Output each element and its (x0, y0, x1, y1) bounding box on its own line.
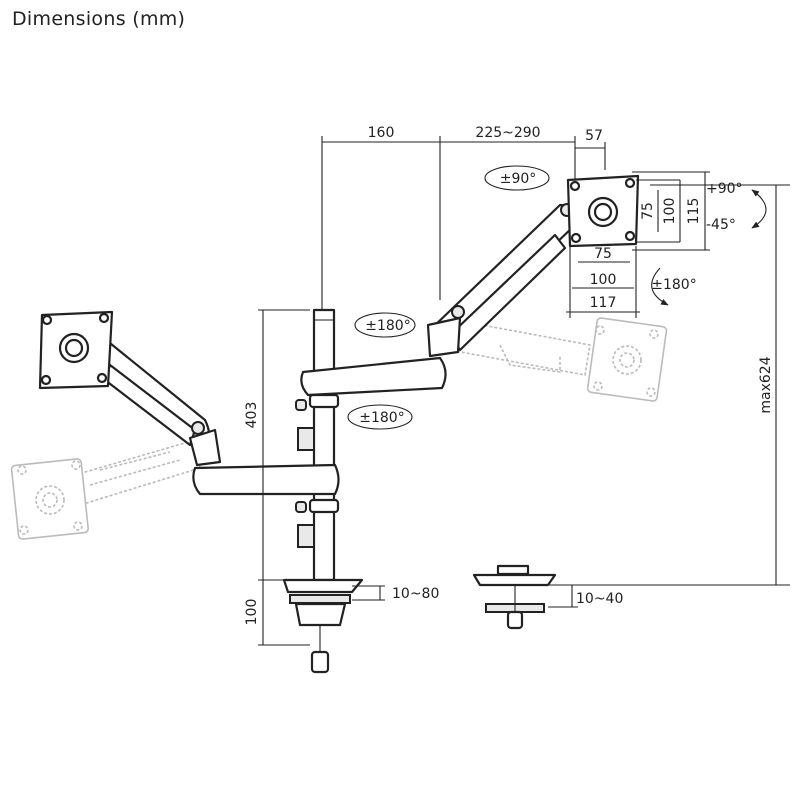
rot-head: ±180° (651, 277, 696, 293)
lower-arm (192, 356, 447, 496)
right-gas-arm (426, 203, 578, 358)
right-vesa-plate (566, 174, 640, 248)
dimension-lines (258, 136, 790, 646)
dim-plate-height: 115 (686, 198, 702, 225)
dim-grommet-range: 10~40 (576, 591, 623, 607)
left-vesa-plate (38, 310, 114, 390)
pole (295, 308, 340, 582)
ghost-right-arm (449, 317, 668, 402)
dim-pole-height: 403 (244, 402, 260, 429)
tilt-up: +90° (706, 181, 743, 197)
dim-vesa-large-h: 100 (662, 198, 678, 225)
dim-vesa-large-w: 100 (590, 272, 617, 288)
dim-base-height: 100 (244, 599, 260, 626)
dim-arm-offset: 160 (368, 125, 395, 141)
dim-plate-width: 117 (590, 295, 617, 311)
tilt-down: -45° (706, 217, 736, 233)
rot-monitor: ±90° (500, 171, 537, 187)
dim-plate-depth: 57 (585, 128, 603, 144)
left-gas-arm (93, 333, 222, 467)
rot-base: ±180° (359, 410, 404, 426)
dim-vesa-small-w: 75 (594, 246, 612, 262)
dim-clamp-range: 10~80 (392, 586, 439, 602)
ghost-left-arm (10, 438, 201, 540)
dim-arm-length: 225~290 (475, 125, 540, 141)
grommet-mount (472, 564, 557, 630)
dim-vesa-small-h: 75 (640, 202, 656, 220)
rotation-indicators (347, 165, 669, 430)
rot-arm: ±180° (365, 318, 410, 334)
desk-clamp (282, 578, 364, 674)
dim-max-height: max624 (758, 356, 774, 413)
page-title: Dimensions (mm) (12, 8, 186, 30)
